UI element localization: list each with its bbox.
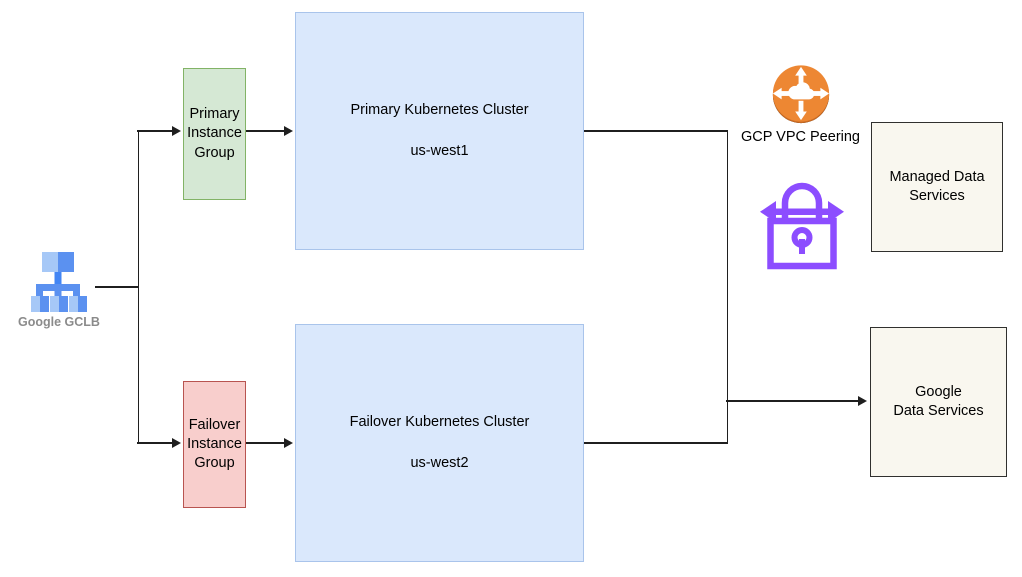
managed-data-services-line1: Managed Data <box>889 168 985 185</box>
failover-instance-group-line2: Instance <box>187 435 242 452</box>
edge-primary-ig-to-cluster <box>246 130 286 132</box>
arrowhead-gclb-to-failover-ig <box>172 438 181 448</box>
primary-kubernetes-cluster-box[interactable]: Primary Kubernetes Cluster us-west1 <box>295 12 584 250</box>
google-cloud-load-balancer-icon <box>31 252 87 312</box>
managed-data-services-line2: Services <box>909 188 965 204</box>
failover-instance-group-line1: Failover <box>188 416 241 433</box>
arrowhead-failover-ig-to-cluster <box>284 438 293 448</box>
edge-primary-cluster-out <box>584 130 728 132</box>
arrowhead-primary-ig-to-cluster <box>284 126 293 136</box>
edge-clusters-merge-spine <box>726 130 729 443</box>
managed-data-services-box[interactable]: Managed Data Services <box>871 122 1003 252</box>
edge-failover-ig-to-cluster <box>246 442 286 444</box>
gcp-vpc-peering-label: GCP VPC Peering <box>740 129 860 145</box>
primary-instance-group-line1: Primary <box>189 106 240 123</box>
vpn-lock-icon <box>760 182 844 270</box>
failover-cluster-title: Failover Kubernetes Cluster <box>349 413 530 430</box>
arrowhead-to-google-data-services <box>858 396 867 406</box>
google-data-services-line1: Google <box>915 383 962 400</box>
failover-kubernetes-cluster-box[interactable]: Failover Kubernetes Cluster us-west2 <box>295 324 584 562</box>
edge-to-google-data-services <box>726 400 859 402</box>
failover-instance-group-box[interactable]: Failover Instance Group <box>183 381 246 508</box>
failover-instance-group-line3: Group <box>194 455 235 472</box>
primary-cluster-region: us-west1 <box>410 143 469 159</box>
primary-instance-group-box[interactable]: Primary Instance Group <box>183 68 246 200</box>
primary-instance-group-line3: Group <box>194 144 235 161</box>
primary-instance-group-line2: Instance <box>187 125 242 142</box>
arrowhead-gclb-to-primary-ig <box>172 126 181 136</box>
edge-gclb-to-primary-ig <box>137 130 174 132</box>
gcp-vpc-peering-node: GCP VPC Peering <box>735 63 866 145</box>
edge-gclb-to-failover-ig <box>137 442 174 444</box>
gclb-label: Google GCLB <box>18 315 100 329</box>
google-data-services-line2: Data Services <box>893 403 984 419</box>
vpc-peering-icon <box>772 65 829 124</box>
gclb-node: Google GCLB <box>11 250 107 329</box>
edge-gclb-spine <box>137 131 140 444</box>
primary-cluster-title: Primary Kubernetes Cluster <box>350 101 529 118</box>
edge-failover-cluster-out <box>584 442 728 444</box>
google-data-services-box[interactable]: Google Data Services <box>870 327 1007 477</box>
vpn-node <box>760 173 844 275</box>
edge-gclb-stub <box>95 286 139 288</box>
failover-cluster-region: us-west2 <box>410 455 469 471</box>
